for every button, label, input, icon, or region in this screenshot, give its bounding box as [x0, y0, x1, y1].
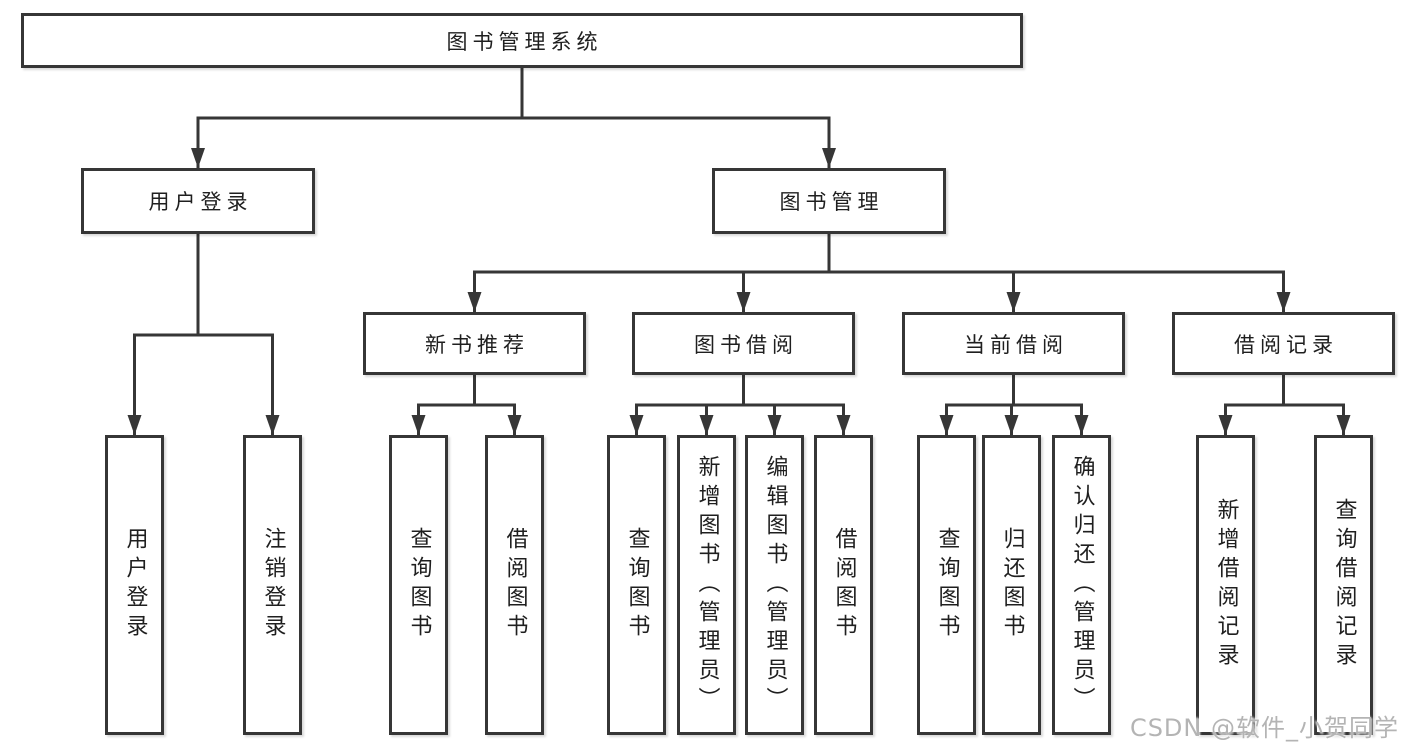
node-book-borrowing: 图书借阅 — [632, 312, 855, 375]
leaf-records-add-borrow-record: 新增借阅记录 — [1196, 435, 1255, 735]
node-user-login: 用户登录 — [81, 168, 315, 234]
leaf-logout: 注销登录 — [243, 435, 302, 735]
leaf-current-query-book: 查询图书 — [917, 435, 976, 735]
node-current-borrowing: 当前借阅 — [902, 312, 1125, 375]
leaf-borrowing-query-book: 查询图书 — [607, 435, 666, 735]
leaf-recommend-query-book: 查询图书 — [389, 435, 448, 735]
leaf-recommend-borrow-book: 借阅图书 — [485, 435, 544, 735]
leaf-current-confirm-return-admin: 确认归还（管理员） — [1052, 435, 1111, 735]
leaf-borrowing-borrow-book: 借阅图书 — [814, 435, 873, 735]
csdn-watermark: CSDN @软件_小贺同学 — [1129, 714, 1399, 742]
leaf-current-return-book: 归还图书 — [982, 435, 1041, 735]
leaf-borrowing-edit-book-admin: 编辑图书（管理员） — [745, 435, 804, 735]
leaf-user-login: 用户登录 — [105, 435, 164, 735]
root-node: 图书管理系统 — [21, 13, 1023, 68]
node-book-management: 图书管理 — [712, 168, 946, 234]
leaf-records-query-borrow-record: 查询借阅记录 — [1314, 435, 1373, 735]
node-new-book-recommend: 新书推荐 — [363, 312, 586, 375]
node-borrowing-records: 借阅记录 — [1172, 312, 1395, 375]
leaf-borrowing-add-book-admin: 新增图书（管理员） — [677, 435, 736, 735]
